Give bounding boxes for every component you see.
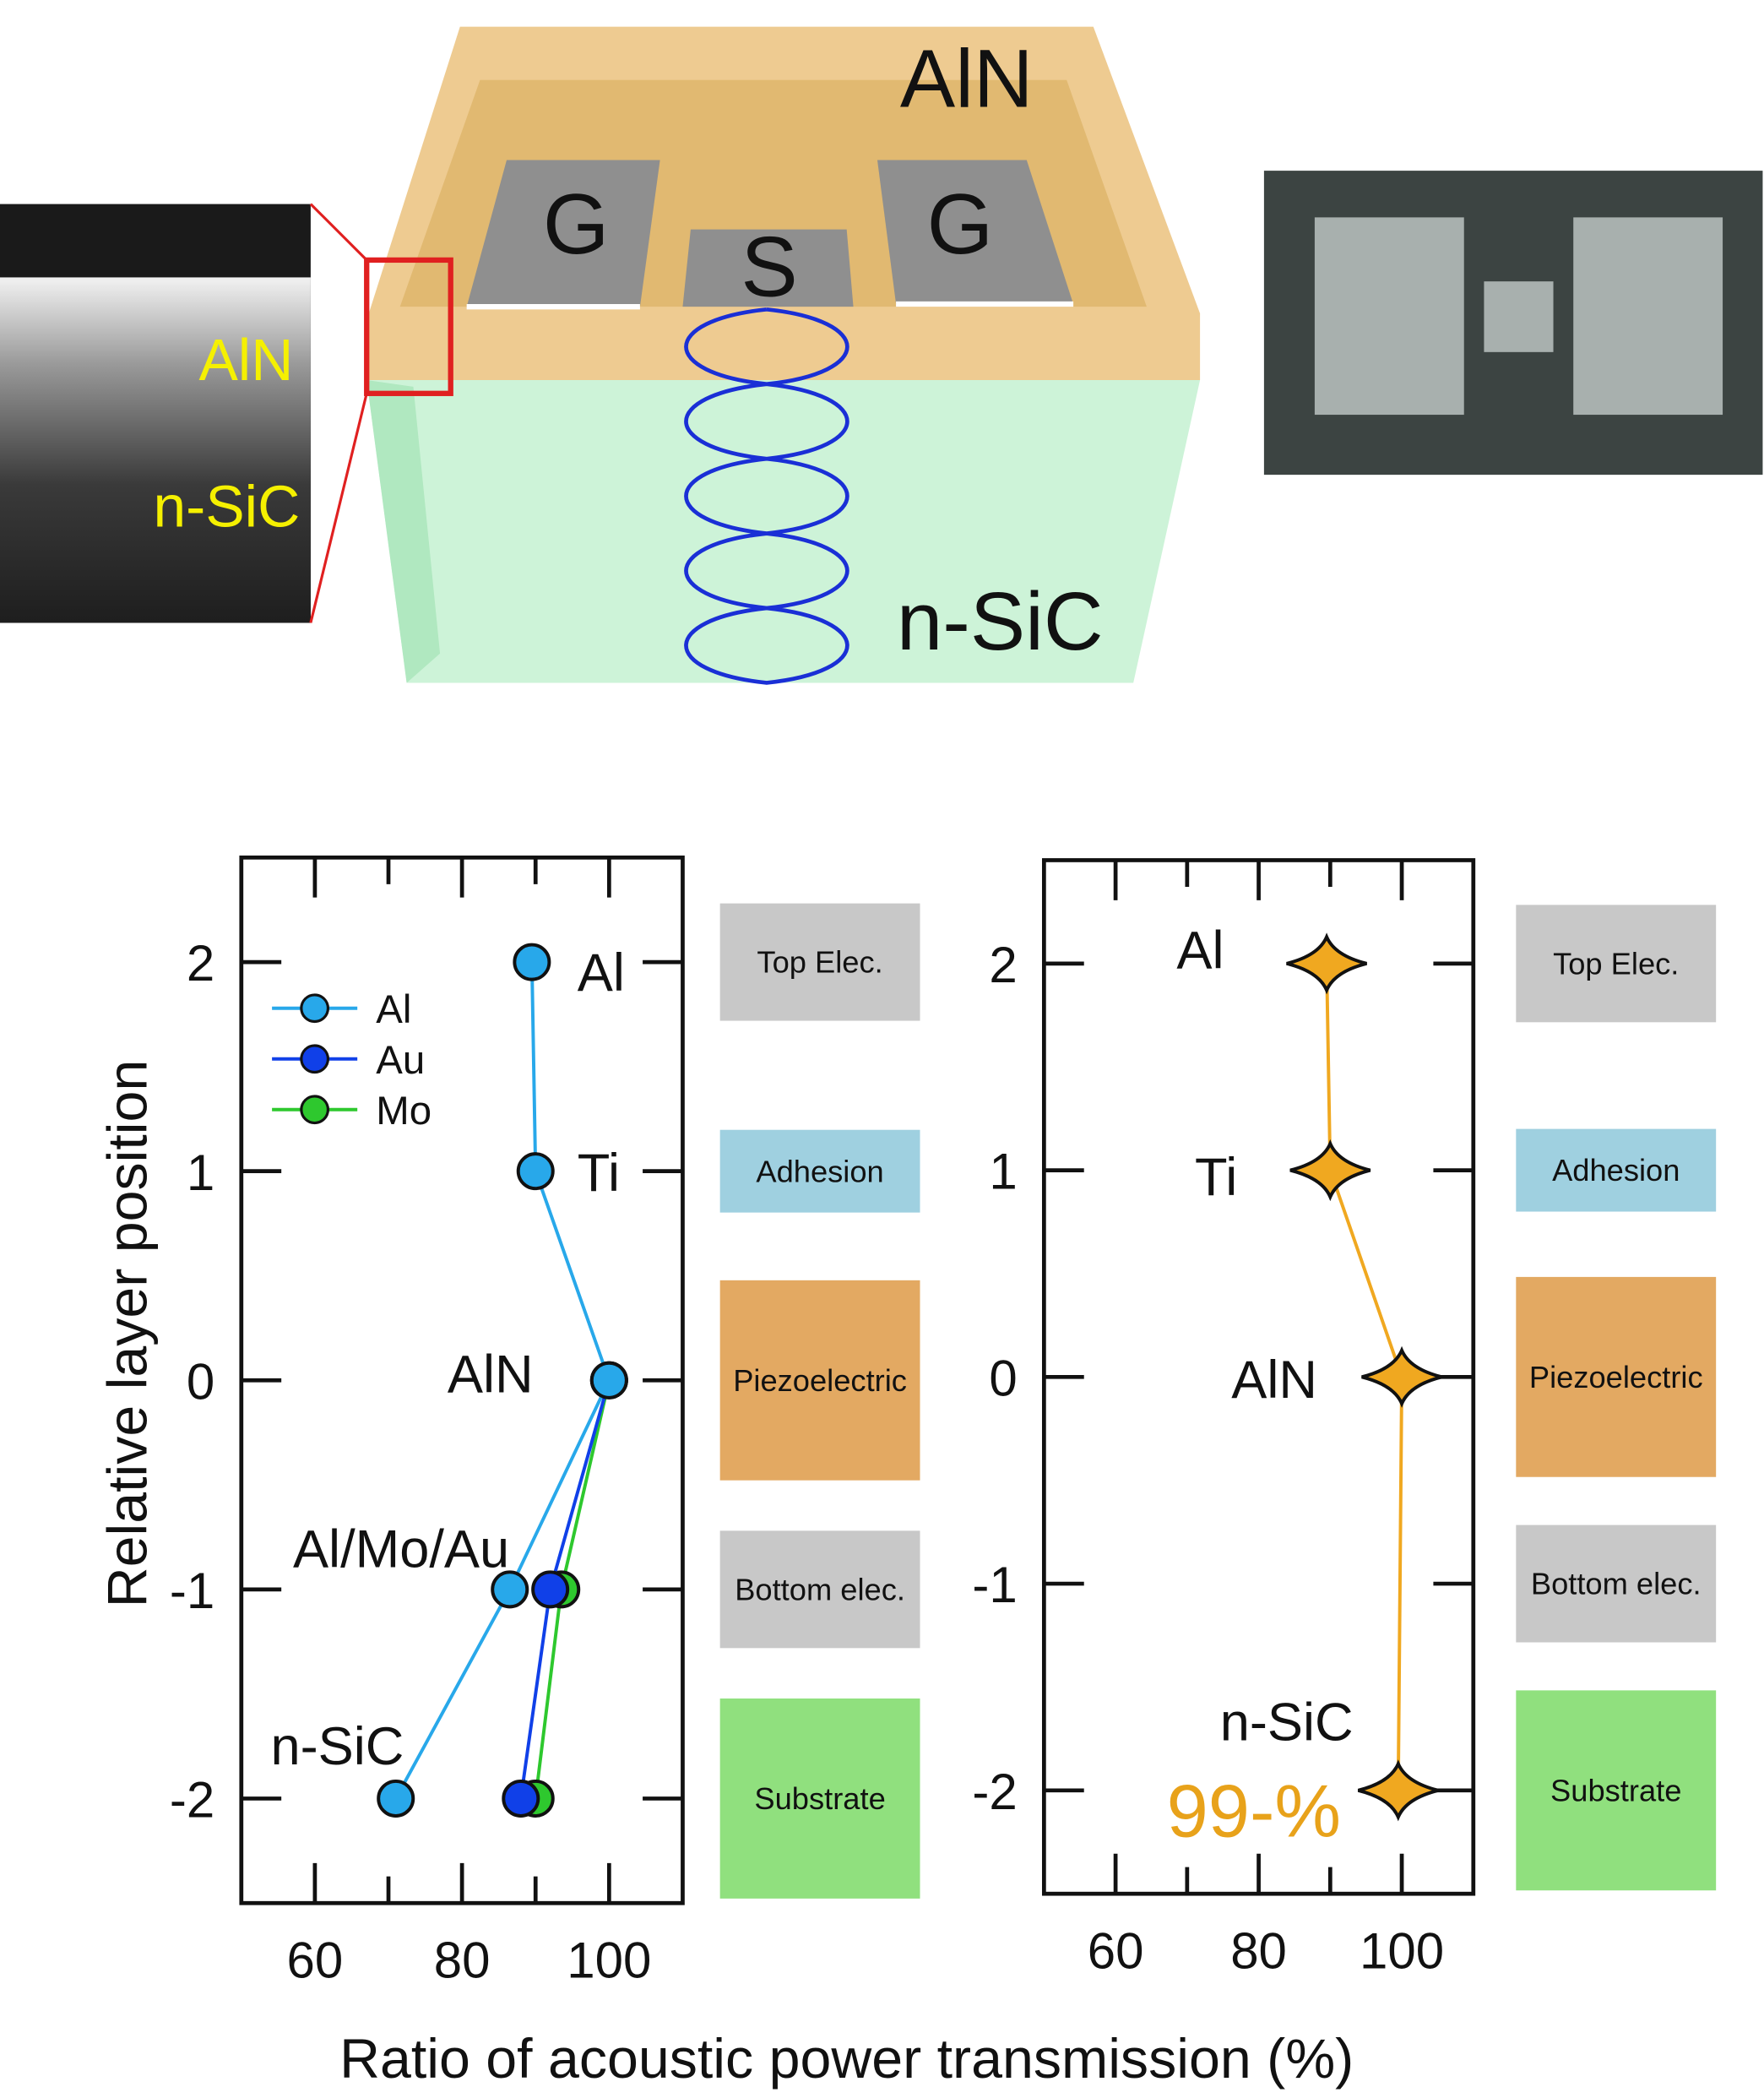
x-tick-label: 60	[1088, 1923, 1144, 1980]
x-tick-label: 80	[1230, 1923, 1287, 1980]
legend-label: Al	[376, 987, 411, 1032]
x-axis-label: Ratio of acoustic power transmission (%)	[339, 2028, 1354, 2090]
legend-label: Au	[376, 1038, 425, 1083]
y-tick-label: 2	[989, 937, 1017, 993]
layer-annotation: Al	[1176, 921, 1224, 980]
data-point	[516, 1152, 555, 1191]
legend-marker	[300, 1044, 330, 1074]
layer-annotation: AlN	[448, 1345, 534, 1404]
x-tick-label: 80	[434, 1932, 491, 1989]
y-tick-label: 1	[187, 1144, 214, 1201]
layer-box-label: Substrate	[1550, 1773, 1681, 1807]
layer-box-label: Substrate	[754, 1781, 885, 1816]
y-tick-label: -2	[972, 1764, 1017, 1820]
ground-electrode-left	[466, 160, 660, 307]
layer-box-label: Adhesion	[756, 1154, 883, 1188]
sem-cross-section-inset: AlN n-SiC	[0, 203, 368, 623]
layer-annotation: n-SiC	[1220, 1693, 1354, 1753]
layer-box	[719, 903, 920, 1021]
x-tick-label: 100	[567, 1932, 651, 1989]
device-top-view-photo	[1263, 171, 1763, 476]
label-signal: S	[741, 220, 797, 315]
y-tick-label: -1	[170, 1563, 214, 1619]
series-line	[1325, 963, 1404, 1791]
device-schematic: G S G AlN n-SiC	[364, 26, 1201, 685]
layer-box	[719, 1280, 920, 1481]
layer-box-label: Bottom elec.	[735, 1572, 905, 1606]
layer-box	[719, 1530, 920, 1649]
data-point	[377, 1779, 415, 1818]
data-point	[491, 1570, 529, 1609]
layer-annotation: Ti	[578, 1144, 620, 1203]
layer-box	[719, 1129, 920, 1213]
ground-electrode-right	[877, 160, 1074, 305]
layer-box-label: Top Elec.	[757, 945, 882, 980]
legend-label: Mo	[376, 1089, 432, 1133]
chart-2: 60 80 100 2 1 0 -1 -2 Top Elec. AdhesionPiezoelec…	[972, 858, 1717, 1980]
y-tick-label: 0	[989, 1350, 1017, 1406]
data-point-star	[1289, 1139, 1371, 1202]
sem-label-aln: AlN	[198, 327, 293, 393]
layer-box-label: Bottom elec.	[1531, 1567, 1702, 1601]
data-point-star	[1357, 1759, 1439, 1822]
zoom-region-box	[364, 257, 453, 396]
layer-annotation: Al	[578, 943, 625, 1003]
data-point	[531, 1570, 570, 1609]
label-ground-left: G	[543, 177, 610, 272]
transmission-highlight: 99-%	[1167, 1769, 1341, 1852]
y-tick-label: 0	[187, 1353, 214, 1410]
y-axis-label: Relative layer position	[97, 1060, 160, 1608]
layer-annotation: Ti	[1195, 1148, 1237, 1207]
layer-box	[1516, 1690, 1717, 1891]
layer-box-label: Top Elec.	[1553, 946, 1679, 981]
data-point-star	[1361, 1345, 1442, 1408]
legend-marker	[300, 1095, 330, 1125]
layer-box-label: Piezoelectric	[733, 1363, 907, 1398]
y-tick-label: 2	[187, 935, 214, 992]
y-tick-label: -1	[972, 1557, 1017, 1613]
signal-electrode	[682, 229, 854, 307]
label-sic-substrate: n-SiC	[897, 574, 1104, 667]
layer-annotation: Al/Mo/Au	[293, 1519, 509, 1579]
data-point-star	[1286, 932, 1367, 995]
label-ground-right: G	[927, 177, 994, 272]
legend-marker	[300, 993, 330, 1024]
layer-box	[1516, 905, 1717, 1023]
y-tick-label: 1	[989, 1144, 1017, 1200]
layer-box	[1516, 1276, 1717, 1477]
acoustic-wave	[684, 307, 849, 685]
layer-box	[1516, 1525, 1717, 1643]
sem-label-sic: n-SiC	[154, 474, 301, 540]
layer-box-label: Adhesion	[1552, 1153, 1680, 1188]
x-tick-label: 100	[1360, 1923, 1444, 1980]
data-point	[502, 1779, 540, 1818]
layer-annotation: AlN	[1231, 1351, 1317, 1410]
layer-box-label: Piezoelectric	[1529, 1360, 1703, 1394]
data-point	[589, 1361, 628, 1400]
label-aln-layer: AlN	[900, 31, 1034, 124]
layer-box	[1516, 1128, 1717, 1212]
layer-box	[719, 1699, 920, 1899]
x-tick-label: 60	[287, 1932, 344, 1989]
data-point	[513, 943, 551, 981]
y-tick-label: -2	[170, 1772, 214, 1829]
chart-1: 60 80 100 2 1 0 -1 -2 Top Elec. AdhesionPiezoelec…	[170, 855, 920, 1989]
layer-annotation: n-SiC	[271, 1717, 404, 1776]
